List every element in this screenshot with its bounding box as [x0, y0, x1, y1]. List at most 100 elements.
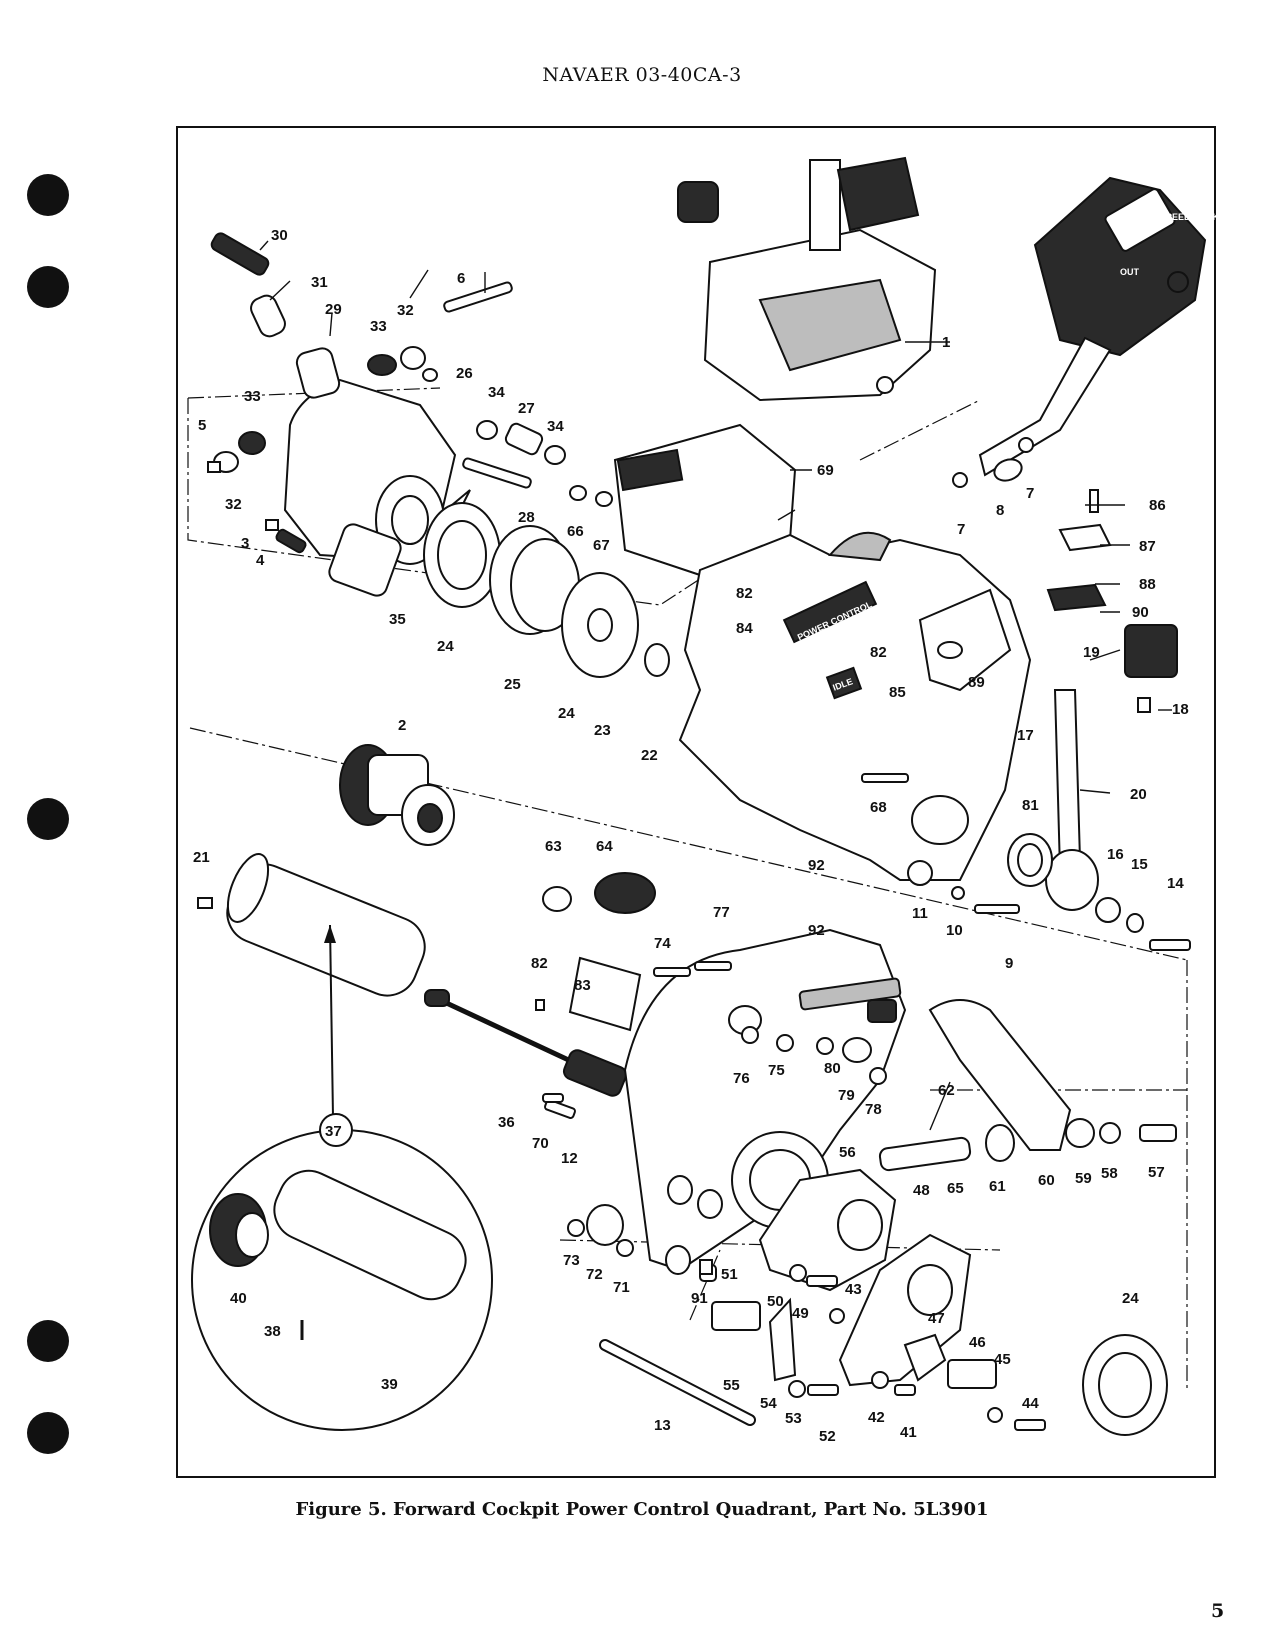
callout-7: 7 — [1026, 485, 1034, 502]
figure-caption: Figure 5. Forward Cockpit Power Control … — [295, 1499, 989, 1520]
callout-29: 29 — [325, 301, 342, 318]
callout-37: 37 — [325, 1123, 342, 1140]
callout-5: 5 — [198, 417, 206, 434]
callout-10: 10 — [946, 922, 963, 939]
callout-14: 14 — [1167, 875, 1184, 892]
part-92-quadrant-housing — [535, 928, 907, 1282]
callout-12: 12 — [561, 1150, 578, 1167]
callout-3: 3 — [241, 535, 249, 552]
callout-51: 51 — [721, 1266, 738, 1283]
callout-45: 45 — [994, 1351, 1011, 1368]
callout-60: 60 — [1038, 1172, 1055, 1189]
callout-74: 74 — [654, 935, 671, 952]
callout-61: 61 — [989, 1178, 1006, 1195]
callout-66: 66 — [567, 523, 584, 540]
friction-lever-assembly — [207, 232, 566, 597]
part-13-rod — [599, 1339, 756, 1426]
springs — [542, 872, 656, 914]
binder-hole — [27, 1320, 69, 1362]
callout-6: 6 — [457, 270, 465, 287]
callout-44: 44 — [1022, 1395, 1039, 1412]
callout-52: 52 — [819, 1428, 836, 1445]
callout-48: 48 — [913, 1182, 930, 1199]
callout-33: 33 — [244, 388, 261, 405]
callout-16: 16 — [1107, 846, 1124, 863]
callout-49: 49 — [792, 1305, 809, 1322]
callout-92: 92 — [808, 857, 825, 874]
callout-41: 41 — [900, 1424, 917, 1441]
callout-17: 17 — [1017, 727, 1034, 744]
callout-70: 70 — [532, 1135, 549, 1152]
figure-frame — [176, 126, 1216, 1478]
callout-82: 82 — [531, 955, 548, 972]
callout-47: 47 — [928, 1310, 945, 1327]
callout-27: 27 — [518, 400, 535, 417]
callout-76: 76 — [733, 1070, 750, 1087]
callout-82: 82 — [736, 585, 753, 602]
callout-23: 23 — [594, 722, 611, 739]
callout-21: 21 — [193, 849, 210, 866]
binder-hole — [27, 174, 69, 216]
callout-58: 58 — [1101, 1165, 1118, 1182]
callout-77: 77 — [713, 904, 730, 921]
callout-57: 57 — [1148, 1164, 1165, 1181]
callout-50: 50 — [767, 1293, 784, 1310]
throttle-grip: SPEED BRAKE OUT — [978, 176, 1225, 477]
callout-34: 34 — [547, 418, 564, 435]
callout-53: 53 — [785, 1410, 802, 1427]
binder-hole — [27, 266, 69, 308]
callout-55: 55 — [723, 1377, 740, 1394]
part-21-friction-tube — [197, 853, 426, 997]
callout-13: 13 — [654, 1417, 671, 1434]
part-36-rod — [424, 989, 628, 1097]
callout-80: 80 — [824, 1060, 841, 1077]
callout-31: 31 — [311, 274, 328, 291]
callout-43: 43 — [845, 1281, 862, 1298]
callout-85: 85 — [889, 684, 906, 701]
callout-54: 54 — [760, 1395, 777, 1412]
callout-9: 9 — [1005, 955, 1013, 972]
callout-24: 24 — [437, 638, 454, 655]
callout-33: 33 — [370, 318, 387, 335]
callout-59: 59 — [1075, 1170, 1092, 1187]
part-92-quadrant-cover: POWER CONTROL IDLE — [678, 531, 1032, 881]
callout-56: 56 — [839, 1144, 856, 1161]
callout-25: 25 — [504, 676, 521, 693]
callout-90: 90 — [1132, 604, 1149, 621]
microswitches — [699, 1259, 1046, 1431]
callout-35: 35 — [389, 611, 406, 628]
callout-91: 91 — [691, 1290, 708, 1307]
callout-68: 68 — [870, 799, 887, 816]
part-1-throttle-assembly — [677, 156, 937, 402]
callout-86: 86 — [1149, 497, 1166, 514]
callout-8: 8 — [996, 502, 1004, 519]
callout-2: 2 — [398, 717, 406, 734]
part-60-lever — [878, 999, 1177, 1172]
callout-82: 82 — [870, 644, 887, 661]
callout-42: 42 — [868, 1409, 885, 1426]
callout-4: 4 — [256, 552, 265, 569]
callout-20: 20 — [1130, 786, 1147, 803]
callout-46: 46 — [969, 1334, 986, 1351]
callout-88: 88 — [1139, 576, 1156, 593]
callout-65: 65 — [947, 1180, 964, 1197]
callout-72: 72 — [586, 1266, 603, 1283]
callout-26: 26 — [456, 365, 473, 382]
callout-34: 34 — [488, 384, 505, 401]
bearing-stack — [423, 485, 670, 678]
callout-7: 7 — [957, 521, 965, 538]
callout-32: 32 — [225, 496, 242, 513]
callout-30: 30 — [271, 227, 288, 244]
callout-22: 22 — [641, 747, 658, 764]
leader-lines — [259, 240, 1172, 794]
callout-24: 24 — [558, 705, 575, 722]
right-small-parts — [861, 437, 1191, 951]
detail-view-37 — [191, 924, 493, 1431]
callout-39: 39 — [381, 1376, 398, 1393]
callout-32: 32 — [397, 302, 414, 319]
callout-38: 38 — [264, 1323, 281, 1340]
callout-11: 11 — [912, 905, 928, 922]
callout-64: 64 — [596, 838, 613, 855]
callout-92: 92 — [808, 922, 825, 939]
